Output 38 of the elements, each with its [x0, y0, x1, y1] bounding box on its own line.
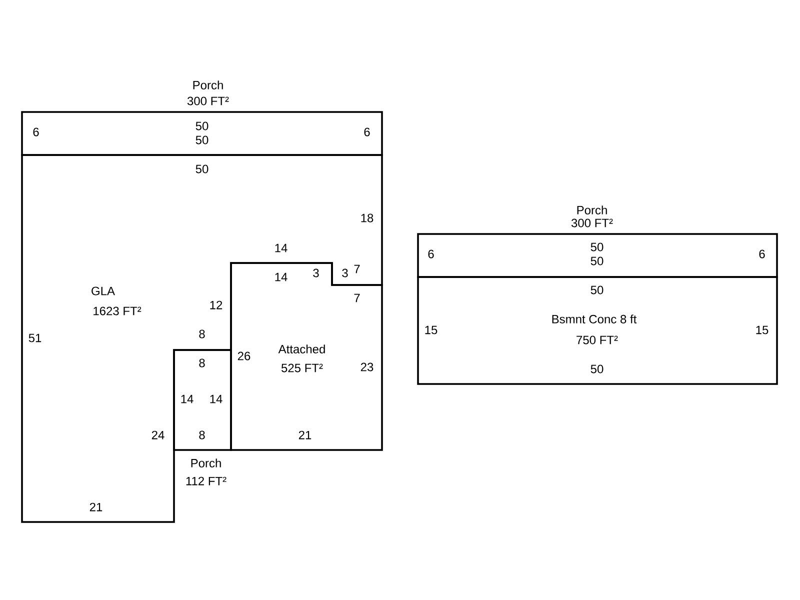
- dimension-label: 8: [199, 430, 205, 440]
- dimension-label: 8: [199, 330, 205, 338]
- dimension-label: 18: [361, 214, 374, 222]
- dimension-label: 7: [354, 264, 360, 274]
- node-label: Porch: [191, 458, 221, 468]
- node-label: 112 FT²: [186, 476, 226, 486]
- dimension-label: 7: [354, 294, 360, 302]
- dimension-label: 50: [196, 122, 208, 130]
- dimension-label: 21: [90, 502, 102, 512]
- dimension-label: 12: [210, 300, 222, 310]
- dimension-label: 50: [590, 286, 604, 294]
- dimension-label: 8: [199, 358, 205, 368]
- dimension-label: 6: [428, 250, 434, 258]
- node-label: Porch: [577, 206, 607, 214]
- dimension-label: 14: [181, 394, 194, 404]
- node-label: 300 FT²: [571, 218, 613, 228]
- dimension-label: 26: [238, 352, 250, 360]
- dimension-label: 6: [759, 250, 765, 258]
- dimension-label: 50: [590, 256, 604, 266]
- dimension-label: 50: [196, 136, 208, 144]
- dimension-label: 51: [28, 334, 42, 342]
- dimension-label: 15: [756, 326, 768, 334]
- dimension-label: 50: [590, 242, 604, 252]
- dimension-label: 6: [33, 128, 39, 136]
- dimension-label: 6: [364, 128, 370, 136]
- dimension-label: 14: [275, 244, 288, 252]
- dimension-label: 23: [360, 362, 374, 372]
- dimension-label: 14: [275, 272, 288, 282]
- dimension-label: 24: [152, 430, 164, 440]
- dimension-label: 15: [425, 326, 438, 334]
- node-label: Porch: [193, 80, 223, 90]
- dimension-label: 21: [298, 430, 312, 440]
- dimension-label: 50: [196, 164, 208, 174]
- dimension-label: 3: [342, 268, 348, 278]
- dimension-label: 50: [590, 364, 604, 374]
- dimension-label: 14: [210, 394, 222, 404]
- node-label: 300 FT²: [187, 96, 229, 106]
- dimension-label: 3: [313, 268, 319, 278]
